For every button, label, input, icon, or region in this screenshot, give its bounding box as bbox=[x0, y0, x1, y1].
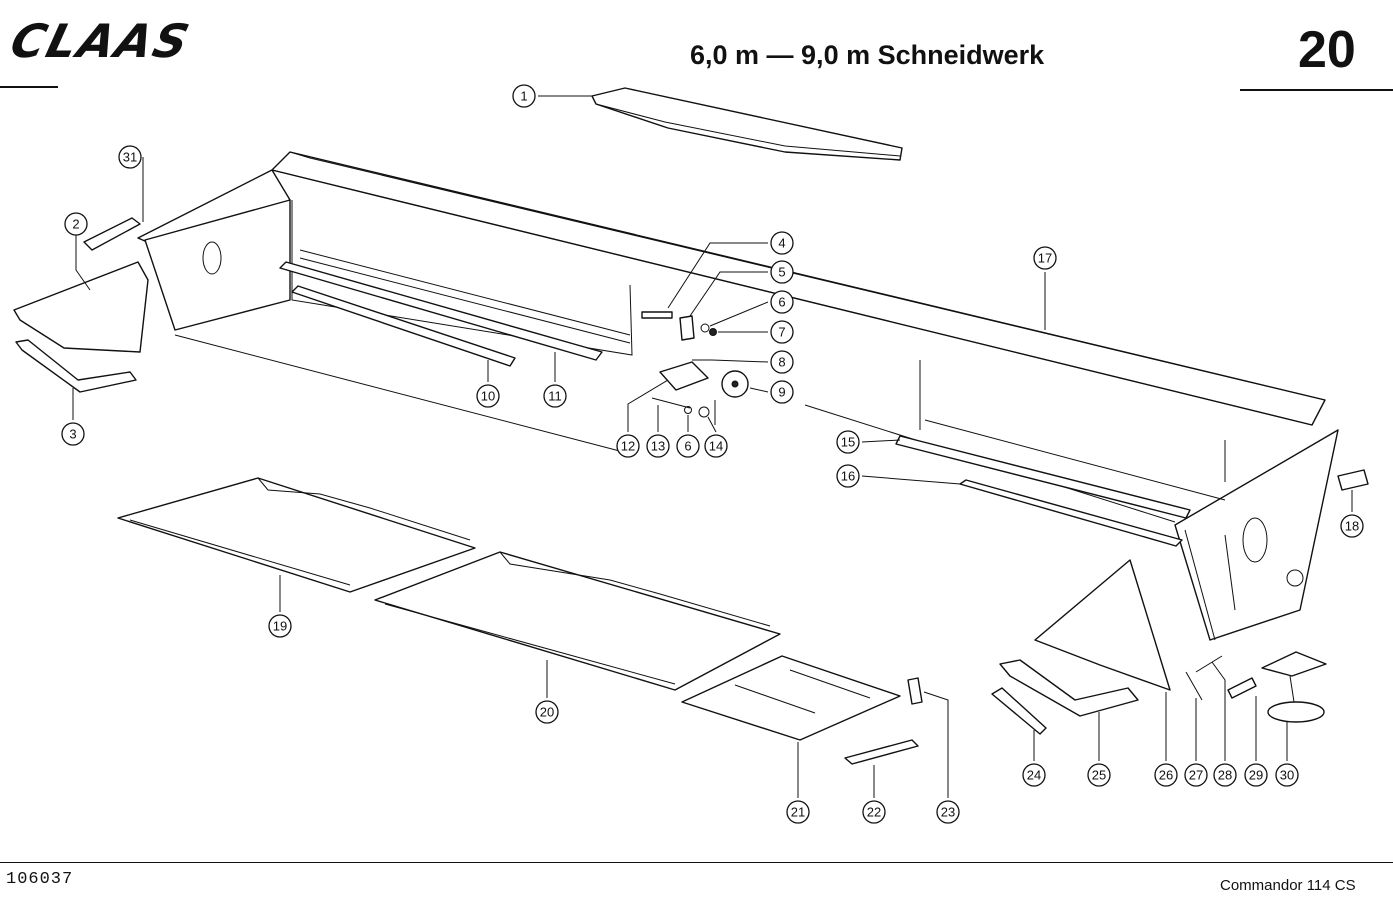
callout-12: 12 bbox=[616, 434, 640, 458]
callout-8: 8 bbox=[770, 350, 794, 374]
callout-label: 1 bbox=[520, 89, 527, 104]
part-25-divider-tip bbox=[999, 659, 1139, 717]
part-24-point bbox=[991, 687, 1047, 735]
callout-label: 3 bbox=[69, 427, 76, 442]
callout-label: 13 bbox=[651, 439, 665, 454]
callout-27: 27 bbox=[1184, 763, 1208, 787]
part-23-link bbox=[907, 677, 923, 705]
callout-label: 10 bbox=[481, 389, 495, 404]
part-17-main-frame bbox=[137, 151, 1339, 641]
callout-label: 5 bbox=[778, 265, 785, 280]
callout-label: 2 bbox=[72, 217, 79, 232]
callout-26: 26 bbox=[1154, 763, 1178, 787]
part-18-clip bbox=[1337, 469, 1369, 491]
callout-14: 14 bbox=[704, 434, 728, 458]
callout-13: 13 bbox=[646, 434, 670, 458]
callout-label: 25 bbox=[1092, 768, 1106, 783]
callout-21: 21 bbox=[786, 800, 810, 824]
part-19-bottom-plate bbox=[117, 477, 476, 593]
part-10-strip bbox=[291, 285, 516, 367]
callout-6b: 6 bbox=[676, 434, 700, 458]
callout-10: 10 bbox=[476, 384, 500, 408]
hardware-group bbox=[641, 311, 749, 425]
callout-label: 4 bbox=[778, 236, 785, 251]
callout-label: 6 bbox=[684, 439, 691, 454]
callout-label: 20 bbox=[540, 705, 554, 720]
callout-label: 30 bbox=[1280, 768, 1294, 783]
callout-label: 21 bbox=[791, 805, 805, 820]
callout-label: 15 bbox=[841, 435, 855, 450]
callout-24: 24 bbox=[1022, 763, 1046, 787]
callout-16: 16 bbox=[836, 464, 860, 488]
callout-label: 16 bbox=[841, 469, 855, 484]
header-rule-right bbox=[1240, 89, 1393, 91]
callout-label: 18 bbox=[1345, 519, 1359, 534]
part-16-strip bbox=[959, 479, 1183, 547]
page-title: 6,0 m — 9,0 m Schneidwerk bbox=[690, 40, 1045, 70]
callout-15: 15 bbox=[836, 430, 860, 454]
callout-25: 25 bbox=[1087, 763, 1111, 787]
part-21-plate bbox=[681, 655, 901, 741]
callout-label: 23 bbox=[941, 805, 955, 820]
callout-30: 30 bbox=[1275, 763, 1299, 787]
callout-label: 7 bbox=[778, 325, 785, 340]
part-11-strip bbox=[279, 249, 631, 361]
callout-label: 29 bbox=[1249, 768, 1263, 783]
callout-label: 26 bbox=[1159, 768, 1173, 783]
part-2-side-plate bbox=[13, 261, 149, 353]
leader-lines bbox=[72, 95, 1353, 798]
callout-label: 27 bbox=[1189, 768, 1203, 783]
document-number: 106037 bbox=[6, 870, 74, 889]
callout-5: 5 bbox=[770, 260, 794, 284]
part-31-bracket bbox=[83, 217, 141, 251]
callout-label: 19 bbox=[273, 619, 287, 634]
callout-label: 6 bbox=[778, 295, 785, 310]
footer-rule bbox=[0, 862, 1393, 863]
callout-1: 1 bbox=[512, 84, 536, 108]
callout-label: 9 bbox=[778, 385, 785, 400]
part-22-strip bbox=[844, 739, 919, 765]
page-number: 20 bbox=[1298, 21, 1356, 79]
model-name: Commandor 114 CS bbox=[1220, 877, 1356, 894]
callout-label: 31 bbox=[123, 150, 137, 165]
part-3-skid bbox=[15, 339, 137, 393]
callout-11: 11 bbox=[543, 384, 567, 408]
callout-2: 2 bbox=[64, 212, 88, 236]
header-rule-left bbox=[0, 86, 58, 88]
callout-label: 28 bbox=[1218, 768, 1232, 783]
callout-label: 12 bbox=[621, 439, 635, 454]
callout-3: 3 bbox=[61, 422, 85, 446]
callout-28: 28 bbox=[1213, 763, 1237, 787]
callout-20: 20 bbox=[535, 700, 559, 724]
callout-29: 29 bbox=[1244, 763, 1268, 787]
callout-label: 8 bbox=[778, 355, 785, 370]
callout-31: 31 bbox=[118, 145, 142, 169]
callout-label: 22 bbox=[867, 805, 881, 820]
part-28-wire bbox=[1195, 655, 1223, 673]
part-26-divider bbox=[1034, 559, 1171, 691]
part-15-strip bbox=[895, 419, 1226, 519]
part-1-top-cover bbox=[591, 87, 903, 161]
callout-7: 7 bbox=[770, 320, 794, 344]
callout-label: 14 bbox=[709, 439, 723, 454]
callout-6: 6 bbox=[770, 290, 794, 314]
callout-label: 17 bbox=[1038, 251, 1052, 266]
part-30-foot bbox=[1261, 651, 1327, 723]
part-20-bottom-plate bbox=[374, 551, 781, 691]
part-29-spring bbox=[1227, 677, 1257, 699]
callout-22: 22 bbox=[862, 800, 886, 824]
callout-17: 17 bbox=[1033, 246, 1057, 270]
callout-19: 19 bbox=[268, 614, 292, 638]
callout-23: 23 bbox=[936, 800, 960, 824]
callout-label: 11 bbox=[548, 389, 562, 404]
callout-9: 9 bbox=[770, 380, 794, 404]
callout-18: 18 bbox=[1340, 514, 1364, 538]
callout-4: 4 bbox=[770, 231, 794, 255]
callout-label: 24 bbox=[1027, 768, 1041, 783]
part-27-pin bbox=[1185, 671, 1203, 701]
